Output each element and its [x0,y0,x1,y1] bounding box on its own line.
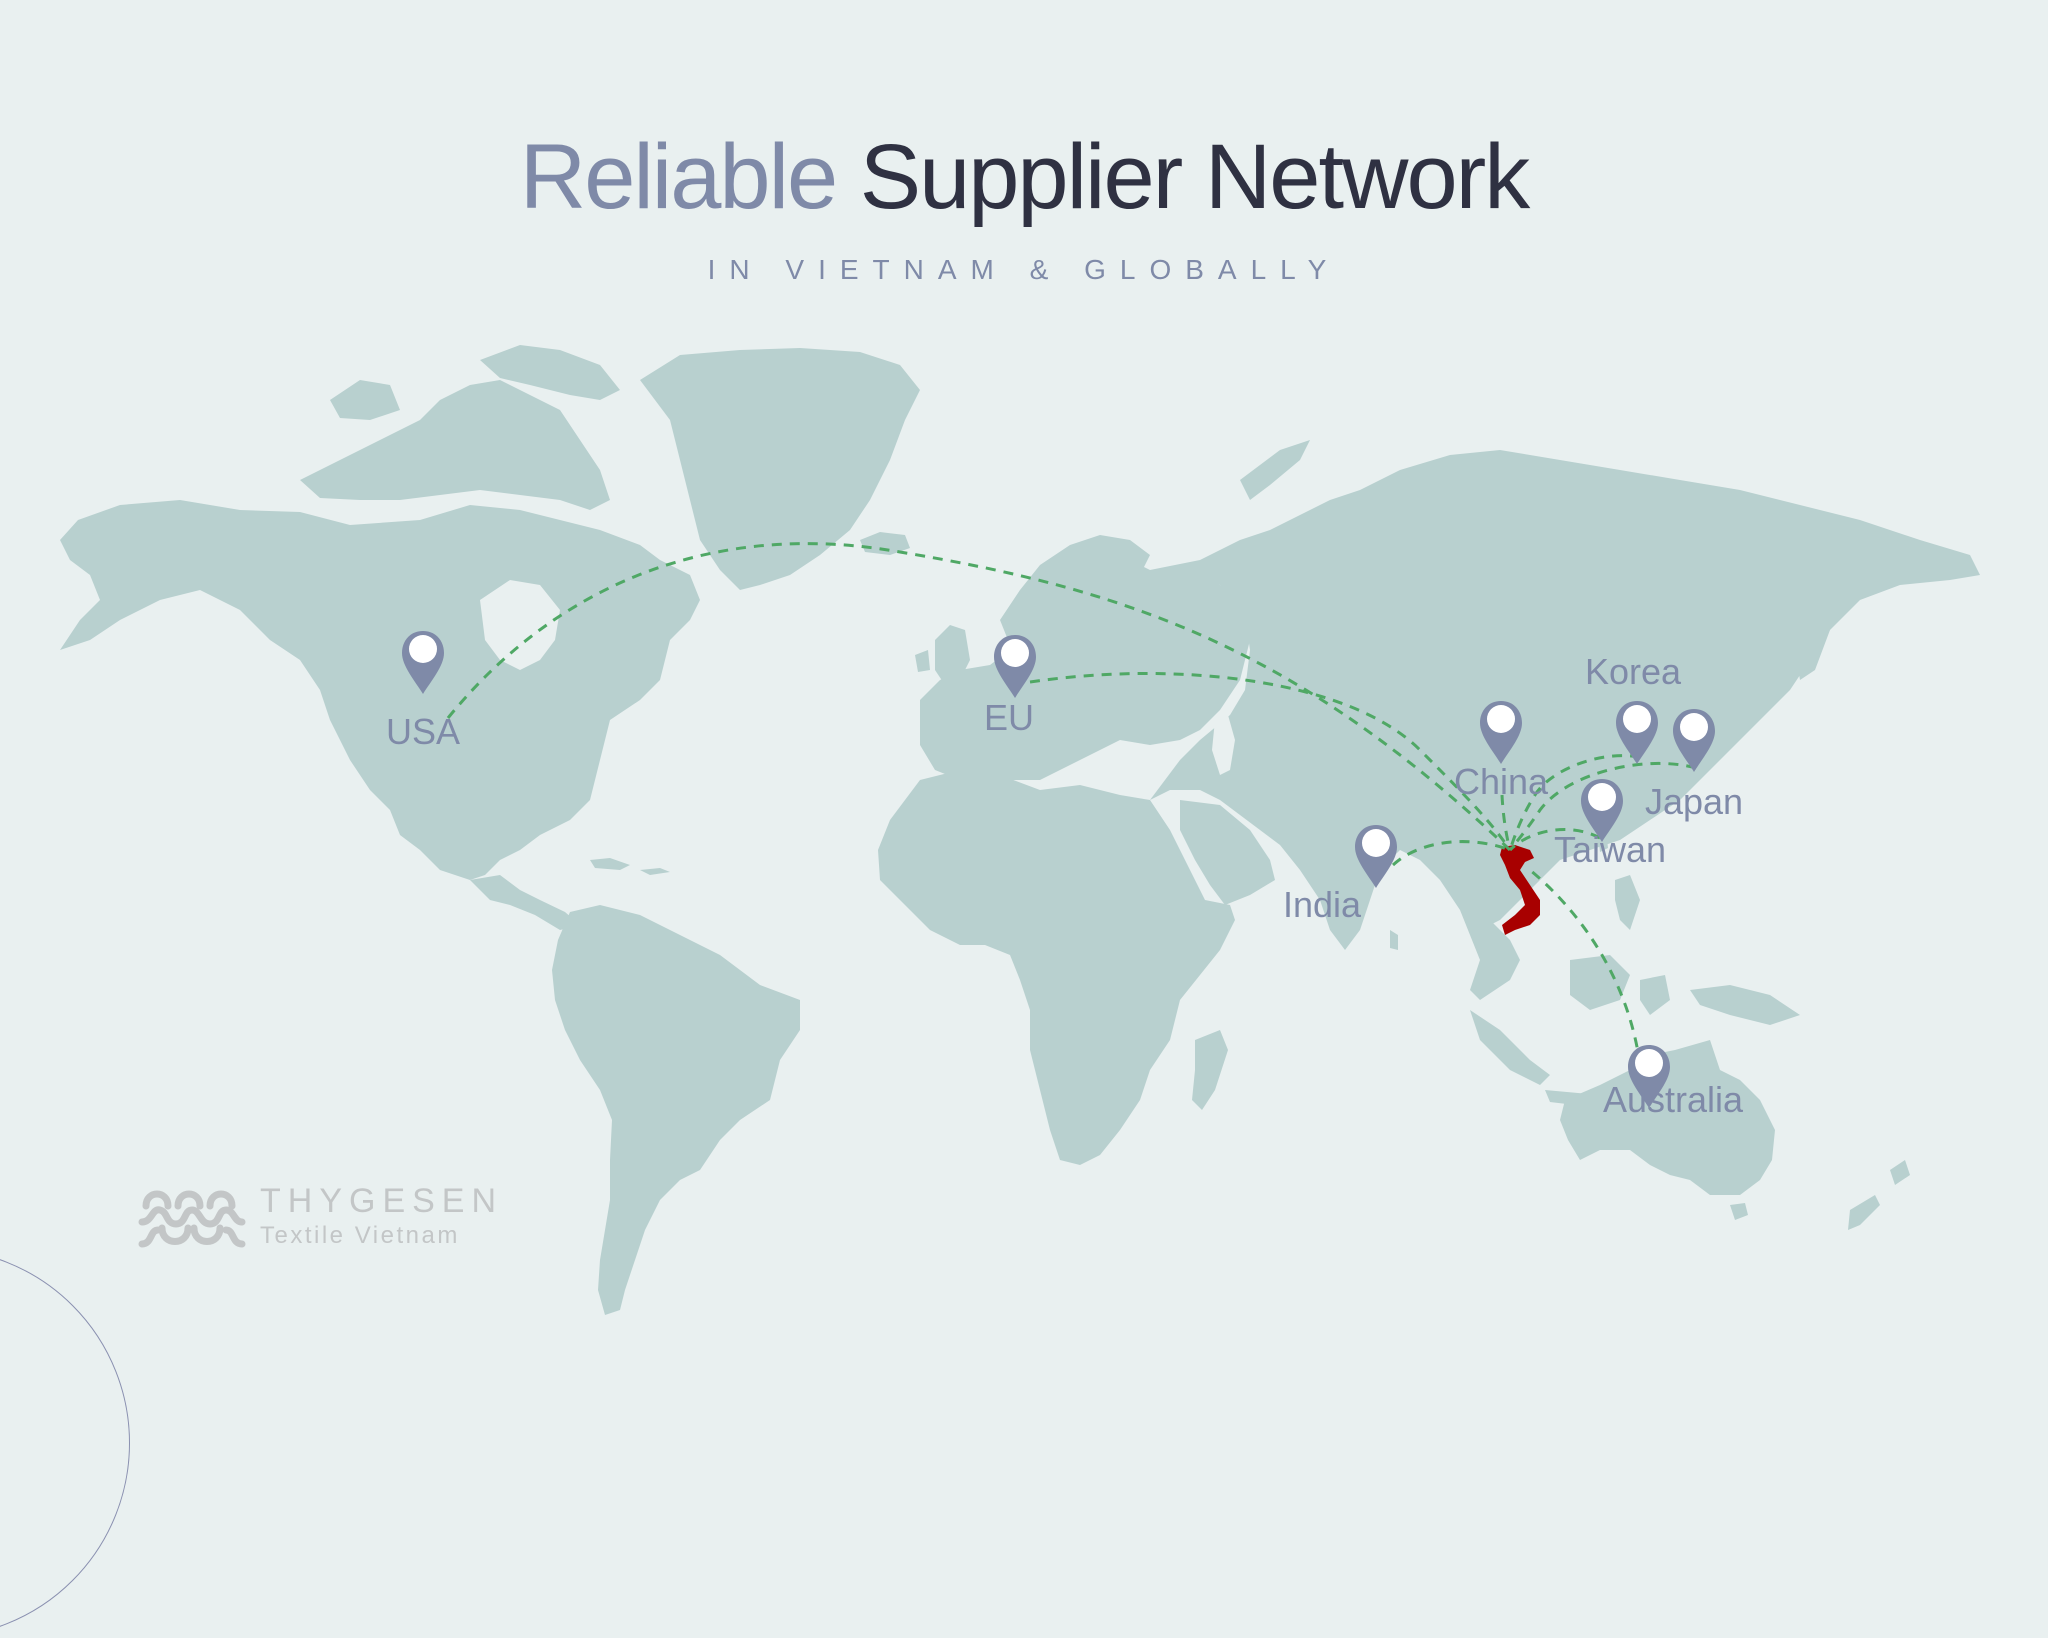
location-pins: USA EU China Korea Japan Taiwan [386,631,1744,1120]
pin-japan[interactable]: Japan [1645,709,1743,822]
pin-china[interactable]: China [1454,701,1549,802]
route-eu [1029,672,1512,851]
world-map: USA EU China Korea Japan Taiwan [60,345,1980,1315]
page-title: Reliable Supplier Network [0,122,2048,232]
location-label: Korea [1585,651,1682,692]
pin-india[interactable]: India [1283,825,1397,925]
company-logo: THYGESEN Textile Vietnam [138,1182,496,1249]
route-korea [1508,754,1641,851]
asia [1150,440,1980,1112]
location-label: China [1454,761,1549,802]
location-label: EU [984,697,1034,738]
title-accent: Reliable [519,126,838,228]
africa [878,770,1235,1165]
location-label: USA [386,711,460,752]
route-japan [1508,761,1697,851]
page-subtitle: IN VIETNAM & GLOBALLY [707,254,1341,285]
title-main: Supplier Network [859,126,1531,228]
route-australia [1529,868,1642,1066]
location-label: Japan [1645,781,1743,822]
europe [860,532,1250,790]
logo-name: THYGESEN [260,1182,504,1220]
route-india [1391,840,1511,867]
location-label: Taiwan [1554,829,1666,870]
pin-korea[interactable]: Korea [1585,651,1682,764]
pin-australia[interactable]: Australia [1603,1045,1744,1120]
pin-taiwan[interactable]: Taiwan [1554,779,1666,870]
australia [1560,1040,1910,1230]
logo-tagline: Textile Vietnam [260,1222,460,1249]
supply-routes [446,542,1697,1066]
vietnam-highlight [1500,845,1540,935]
north-america [60,345,920,930]
pin-eu[interactable]: EU [984,635,1036,738]
pin-usa[interactable]: USA [386,631,460,752]
location-label: India [1283,884,1362,925]
knit-pattern-icon [138,1190,246,1248]
south-america [552,905,800,1315]
route-china [1500,794,1512,851]
location-label: Australia [1603,1079,1744,1120]
